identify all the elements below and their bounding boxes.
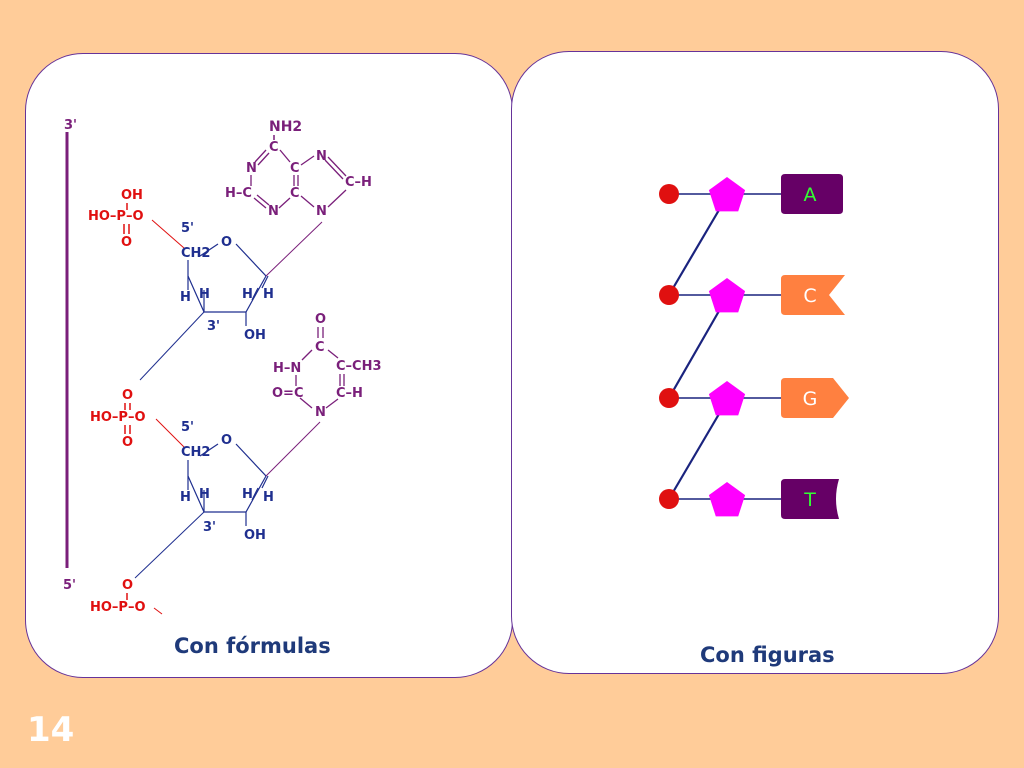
- sugar-2: 5' CH2 O H H H H 3' OH: [180, 420, 274, 543]
- svg-text:H: H: [242, 487, 253, 502]
- phosphate-circle: [659, 285, 679, 305]
- svg-text:HO–P–O: HO–P–O: [90, 410, 146, 425]
- svg-text:O: O: [122, 388, 133, 403]
- sugar-pentagon: [708, 177, 746, 212]
- svg-text:N: N: [316, 204, 327, 219]
- base-t-label: T: [803, 489, 816, 511]
- svg-text:O=C: O=C: [272, 386, 303, 401]
- svg-text:N: N: [316, 149, 327, 164]
- strand-end-3: 3': [64, 118, 77, 133]
- figures-panel: [511, 51, 999, 674]
- base-c-label: C: [803, 285, 816, 307]
- svg-text:5': 5': [181, 221, 194, 236]
- base-t-shape: [781, 479, 839, 519]
- svg-text:HO–P–O: HO–P–O: [88, 209, 144, 224]
- svg-text:NH2: NH2: [269, 119, 302, 135]
- phosphate-bottom: O HO–P–O: [90, 578, 163, 615]
- svg-text:C: C: [290, 161, 300, 176]
- svg-text:H–C: H–C: [225, 186, 252, 201]
- figure-diagram: A C G T: [659, 174, 849, 519]
- formula-diagram: 3' 5' OH HO–P–O O 5' CH2 O H H H H 3' OH: [63, 118, 382, 615]
- svg-text:N: N: [268, 204, 279, 219]
- svg-text:O: O: [221, 433, 232, 448]
- base-g-shape: [781, 378, 849, 418]
- sugar-1: 5' CH2 O H H H H 3' OH: [180, 221, 274, 343]
- sugar-pentagon: [708, 278, 746, 313]
- sugar-pentagon: [708, 482, 746, 517]
- base-c-shape: [781, 275, 845, 315]
- svg-text:5': 5': [181, 420, 194, 435]
- svg-text:H: H: [180, 490, 191, 505]
- figures-caption: Con figuras: [700, 643, 835, 667]
- svg-text:H–N: H–N: [273, 361, 301, 376]
- svg-text:H: H: [263, 490, 274, 505]
- svg-text:H: H: [180, 290, 191, 305]
- base-a-shape: [781, 174, 843, 214]
- svg-text:3': 3': [203, 520, 216, 535]
- slide-number: 14: [27, 710, 75, 750]
- phosphate-top: OH HO–P–O O: [88, 188, 144, 250]
- svg-text:C: C: [269, 140, 279, 155]
- svg-text:C–H: C–H: [336, 386, 363, 401]
- sugar-pentagon: [708, 381, 746, 416]
- svg-text:3': 3': [207, 319, 220, 334]
- svg-text:O: O: [221, 235, 232, 250]
- svg-text:C: C: [315, 340, 325, 355]
- formulas-caption: Con fórmulas: [174, 634, 331, 658]
- backbone-link: [668, 209, 720, 296]
- base-a-label: A: [804, 184, 817, 206]
- svg-text:H: H: [242, 287, 253, 302]
- svg-text:CH2: CH2: [181, 445, 210, 460]
- backbone-link: [668, 413, 720, 500]
- svg-text:HO–P–O: HO–P–O: [90, 600, 146, 615]
- svg-text:H: H: [263, 287, 274, 302]
- svg-text:C–H: C–H: [345, 175, 372, 190]
- adenine-formula: NH2 C N C H–C C N N C–H N: [225, 119, 372, 219]
- strand-end-5: 5': [63, 578, 76, 593]
- phosphate-circle: [659, 184, 679, 204]
- svg-text:C–CH3: C–CH3: [336, 359, 382, 374]
- svg-text:N: N: [246, 161, 257, 176]
- svg-text:N: N: [315, 405, 326, 420]
- svg-text:CH2: CH2: [181, 246, 210, 261]
- phosphate-circle: [659, 489, 679, 509]
- base-g-label: G: [803, 388, 818, 410]
- thymine-formula: O C H–N C–CH3 O=C C–H N: [272, 312, 382, 420]
- phosphate-middle: O HO–P–O O: [90, 388, 146, 450]
- phosphate-circle: [659, 388, 679, 408]
- svg-text:O: O: [122, 578, 133, 593]
- svg-text:OH: OH: [244, 328, 266, 343]
- backbone-link: [668, 310, 720, 399]
- svg-text:C: C: [290, 186, 300, 201]
- svg-text:OH: OH: [244, 528, 266, 543]
- svg-text:OH: OH: [121, 188, 143, 203]
- svg-text:O: O: [121, 235, 132, 250]
- svg-text:O: O: [122, 435, 133, 450]
- formulas-panel: [25, 53, 513, 678]
- svg-text:O: O: [315, 312, 326, 327]
